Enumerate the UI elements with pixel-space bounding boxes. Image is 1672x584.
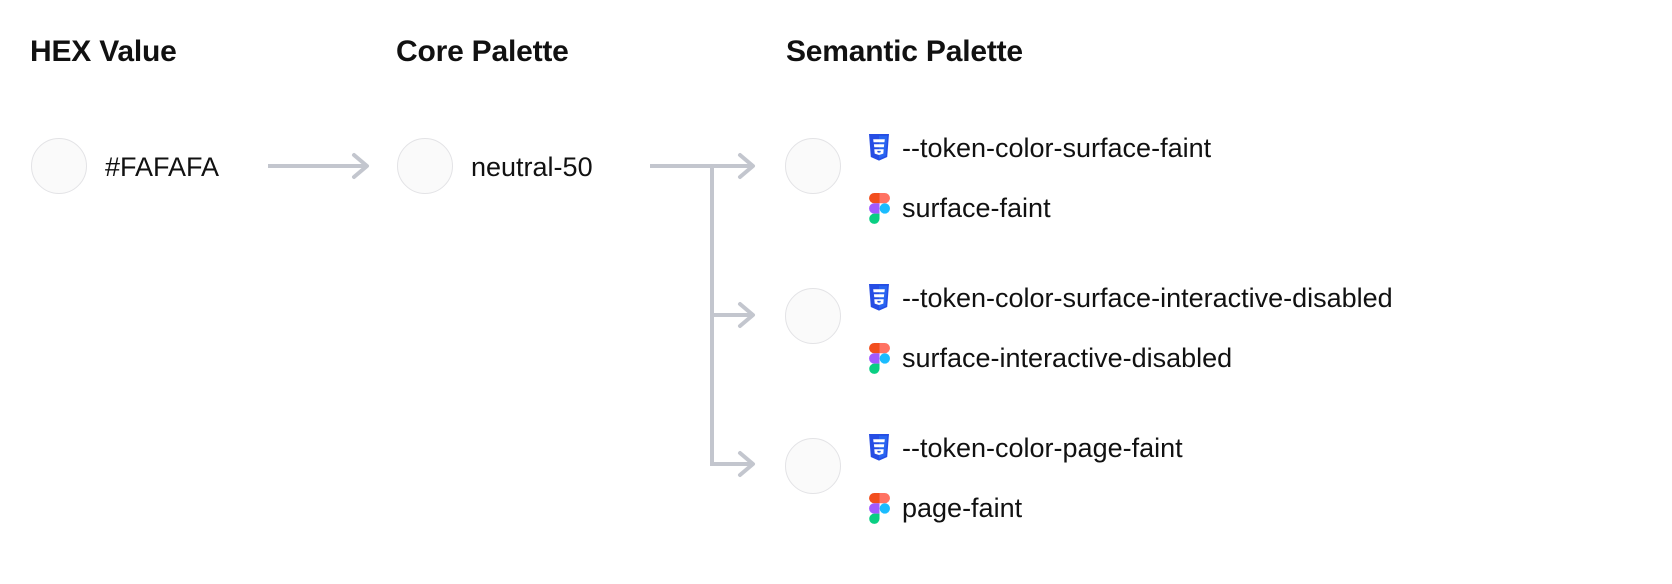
figma-token-line: page-faint bbox=[866, 478, 1183, 538]
css-token-label: --token-color-surface-faint bbox=[902, 132, 1212, 163]
css3-icon bbox=[866, 433, 892, 463]
figma-icon bbox=[866, 492, 892, 524]
core-palette-value-label: neutral-50 bbox=[471, 152, 593, 182]
figma-icon bbox=[866, 342, 892, 374]
column-header-core-palette: Core Palette bbox=[396, 35, 569, 68]
semantic-token-group-0: --token-color-surface-faint surface-fain… bbox=[866, 118, 1211, 238]
figma-token-label: surface-interactive-disabled bbox=[902, 342, 1233, 373]
css-token-line: --token-color-surface-faint bbox=[866, 118, 1211, 178]
semantic-token-group-2: --token-color-page-faint page-faint bbox=[866, 418, 1183, 538]
figma-token-line: surface-faint bbox=[866, 178, 1211, 238]
color-swatch-semantic-0 bbox=[785, 138, 841, 194]
color-swatch-semantic-1 bbox=[785, 288, 841, 344]
css3-icon bbox=[866, 133, 892, 163]
figma-token-line: surface-interactive-disabled bbox=[866, 328, 1393, 388]
color-swatch-semantic-2 bbox=[785, 438, 841, 494]
semantic-token-group-1: --token-color-surface-interactive-disabl… bbox=[866, 268, 1393, 388]
css-token-line: --token-color-page-faint bbox=[866, 418, 1183, 478]
css3-icon bbox=[866, 283, 892, 313]
figma-token-label: surface-faint bbox=[902, 192, 1051, 223]
color-swatch-hex bbox=[31, 138, 87, 194]
hex-value-label: #FAFAFA bbox=[105, 152, 220, 182]
branching-arrow-icon bbox=[650, 153, 755, 477]
arrow-right-icon bbox=[268, 153, 369, 179]
column-header-hex-value: HEX Value bbox=[30, 35, 177, 68]
css-token-label: --token-color-surface-interactive-disabl… bbox=[902, 282, 1393, 313]
css-token-line: --token-color-surface-interactive-disabl… bbox=[866, 268, 1393, 328]
figma-token-label: page-faint bbox=[902, 492, 1023, 523]
color-swatch-core bbox=[397, 138, 453, 194]
figma-icon bbox=[866, 192, 892, 224]
css-token-label: --token-color-page-faint bbox=[902, 432, 1183, 463]
column-header-semantic-palette: Semantic Palette bbox=[786, 35, 1023, 68]
